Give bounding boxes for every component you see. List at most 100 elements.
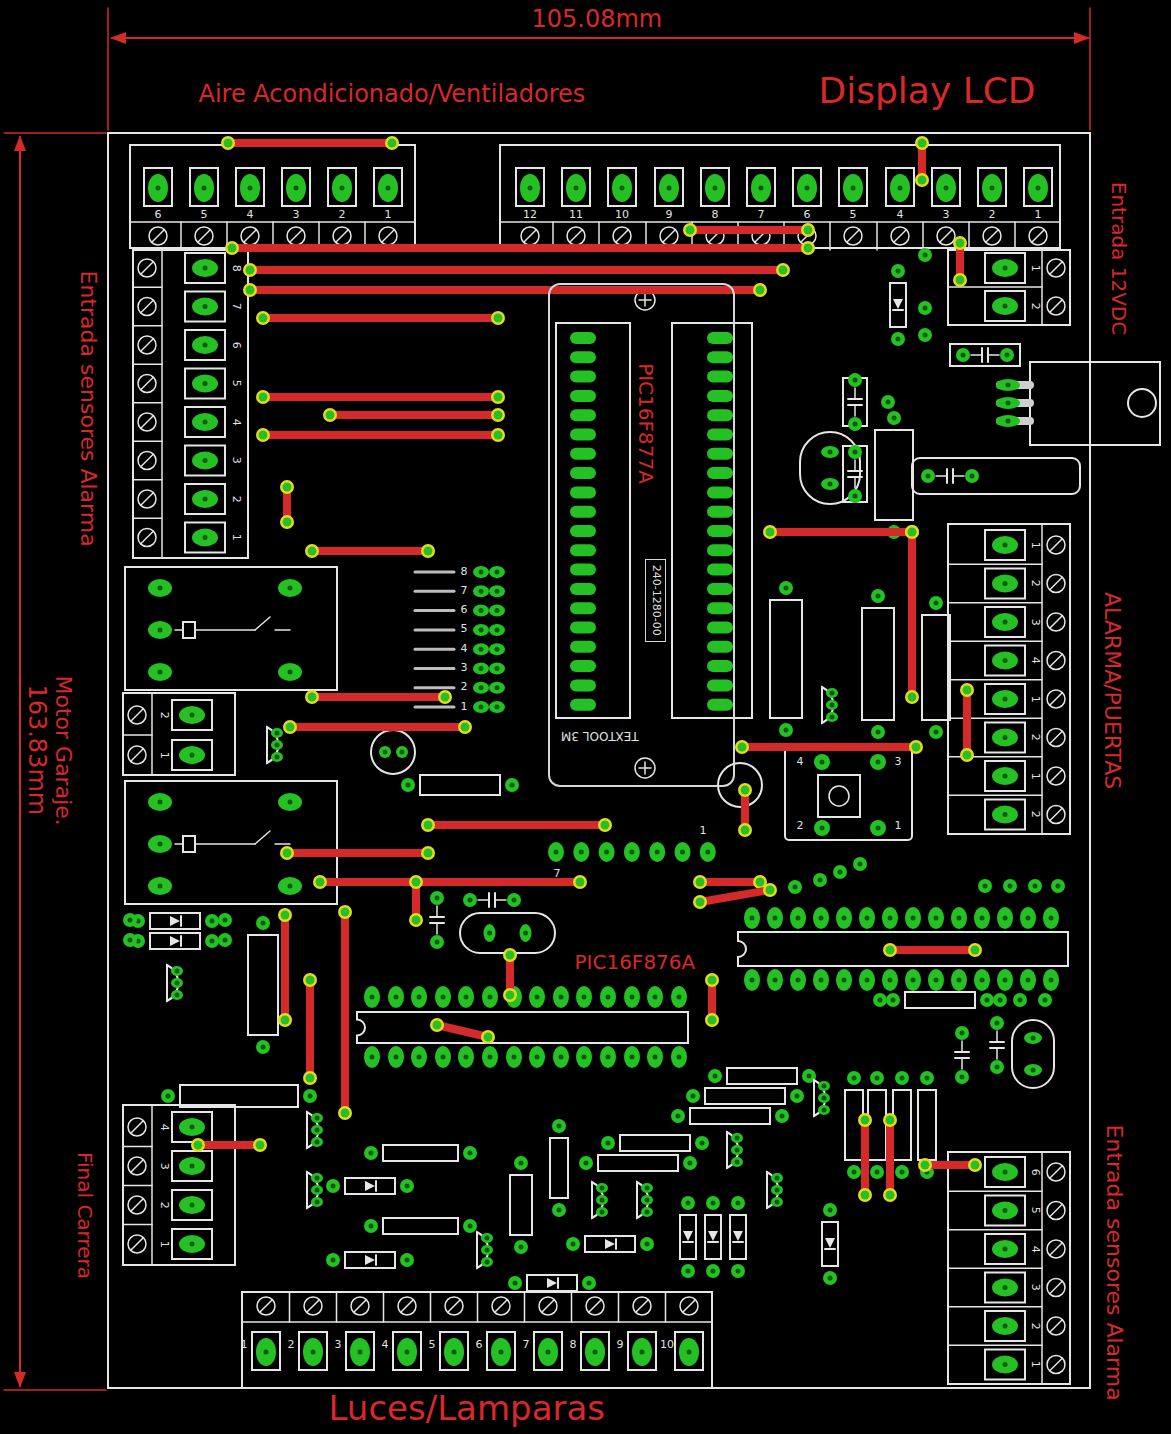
pad-hole	[535, 1055, 540, 1060]
resistor-symbol	[248, 935, 278, 1035]
trace-end-pad	[286, 723, 295, 732]
terminal-cell	[328, 168, 356, 206]
copper-trace	[700, 890, 770, 902]
pad-hole	[479, 608, 484, 613]
pad	[681, 1196, 695, 1210]
pad	[683, 1156, 697, 1170]
pad-hole	[875, 1170, 880, 1175]
crystal-symbol	[460, 913, 555, 953]
trace-end-pad	[441, 693, 450, 702]
pad-hole	[775, 1188, 780, 1193]
pin-number: 2	[797, 820, 804, 833]
pad-hole	[1005, 353, 1010, 358]
pad	[767, 907, 783, 929]
pad-hole	[156, 186, 161, 191]
socket-screw	[644, 762, 646, 774]
pad	[1043, 907, 1059, 929]
pad	[271, 740, 283, 750]
diode-symbol	[150, 913, 200, 929]
pad	[411, 986, 427, 1008]
pin-number: 4	[461, 643, 468, 656]
pad	[707, 371, 733, 383]
pad	[707, 467, 733, 479]
trace-end	[738, 783, 752, 797]
pad-hole	[645, 1198, 650, 1203]
pad	[278, 579, 302, 597]
pad-hole	[960, 1075, 965, 1080]
pad	[992, 690, 1018, 708]
pad-hole	[735, 1136, 740, 1141]
pad-hole	[175, 969, 180, 974]
pad	[514, 1240, 528, 1254]
pad-hole	[876, 730, 881, 735]
pad-hole	[210, 919, 215, 924]
capacitor-symbol	[961, 1041, 963, 1052]
trace-end	[303, 973, 317, 987]
trace-end	[491, 390, 505, 404]
pad-hole	[828, 1276, 833, 1281]
terminal-cell	[144, 168, 172, 206]
pad	[148, 174, 168, 202]
trace-end	[683, 223, 697, 237]
pad	[873, 993, 887, 1007]
terminal-block-divider	[161, 250, 163, 558]
trace-end	[573, 875, 587, 889]
terminal-cell	[185, 523, 225, 553]
pad-hole	[315, 1116, 320, 1121]
trace-end-pad	[921, 1161, 930, 1170]
screw-slot	[1050, 1320, 1062, 1332]
pad-hole	[735, 1160, 740, 1165]
trace-end-pad	[433, 1021, 442, 1030]
terminal-block-divider	[123, 734, 152, 736]
terminal-cell	[985, 530, 1025, 560]
pad	[473, 605, 489, 617]
trace-end	[915, 173, 929, 187]
pad-hole	[223, 938, 228, 943]
pad	[671, 986, 687, 1008]
pin-number: 1	[1028, 541, 1041, 548]
terminal-block-divider	[829, 222, 831, 250]
trace-end	[338, 1106, 352, 1120]
screw	[333, 227, 351, 245]
pad	[992, 1240, 1018, 1258]
terminal-cell	[793, 168, 821, 206]
pin-number: 4	[247, 209, 254, 222]
pad-hole	[1018, 998, 1023, 1003]
pad-hole	[546, 1350, 551, 1355]
capacitor-symbol	[848, 470, 862, 472]
diode-symbol	[585, 1236, 635, 1252]
pad	[552, 1203, 566, 1217]
screw	[891, 227, 909, 245]
pad-hole	[386, 186, 391, 191]
pad-hole	[468, 1151, 473, 1156]
pad-hole	[452, 1350, 457, 1355]
pad	[649, 842, 665, 862]
pad-hole	[830, 715, 835, 720]
socket-row	[556, 323, 630, 718]
pin-number: 1	[1028, 1361, 1041, 1368]
pad	[507, 893, 521, 907]
pad-hole	[923, 333, 928, 338]
terminal-block-divider	[618, 1292, 620, 1322]
pad-hole	[677, 1055, 682, 1060]
screw	[304, 1297, 322, 1315]
pad-hole	[485, 1236, 490, 1241]
capacitor-symbol	[854, 460, 856, 471]
section-label: Final Carrera	[73, 1149, 96, 1280]
trace-end	[491, 311, 505, 325]
trace-end-pad	[908, 528, 917, 537]
pad	[538, 1338, 558, 1366]
pad-hole	[535, 995, 540, 1000]
dimension-arrow	[14, 1372, 26, 1388]
diode-symbol	[708, 1241, 718, 1243]
pad	[928, 907, 944, 929]
terminal-cell	[1024, 168, 1052, 206]
trace-end	[693, 875, 707, 889]
pad	[853, 857, 867, 871]
pad	[350, 1338, 370, 1366]
pad-hole	[606, 1141, 611, 1146]
pad	[821, 446, 839, 458]
pad	[813, 873, 827, 887]
socket-screw	[644, 294, 646, 306]
